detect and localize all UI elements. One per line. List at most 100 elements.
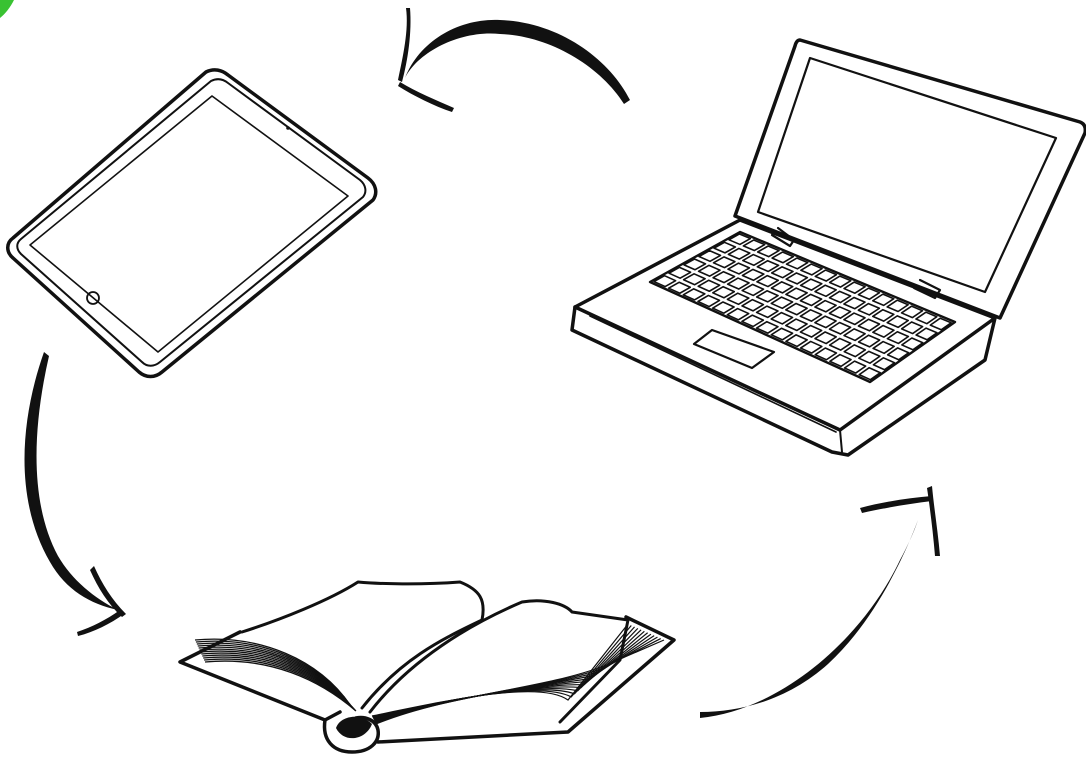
keyboard-key	[711, 301, 735, 315]
page-edge-line	[204, 660, 357, 712]
keyboard-key	[799, 309, 823, 322]
keyboard-key	[653, 274, 677, 288]
keyboard-key	[756, 245, 780, 258]
keyboard-key	[727, 247, 751, 260]
keyboard-key	[727, 262, 751, 275]
page-edge-line	[197, 644, 353, 708]
keyboard-key	[915, 311, 938, 325]
keyboard-key	[770, 327, 794, 341]
keyboard-key	[814, 347, 838, 361]
arrow-shaft	[405, 19, 630, 105]
keyboard-key	[755, 320, 779, 334]
keyboard-key	[858, 366, 882, 381]
keyboard-key	[843, 312, 866, 326]
keyboard-key	[857, 302, 881, 316]
keyboard-key	[799, 293, 823, 307]
keyboard-key	[858, 350, 881, 364]
arrow-book-to-laptop	[700, 486, 940, 718]
keyboard-key	[726, 277, 750, 290]
keyboard-key	[872, 340, 895, 355]
corner-accent	[0, 0, 14, 18]
keyboard-key	[814, 269, 838, 282]
keyboard-key	[742, 253, 766, 267]
arrowhead-icon	[860, 496, 932, 513]
keyboard-key	[741, 298, 765, 312]
arrow-shaft	[700, 520, 918, 718]
keyboard-key	[712, 256, 736, 269]
keyboard-key	[857, 287, 881, 301]
keyboard-key	[741, 314, 765, 328]
keyboard-key	[800, 263, 823, 276]
keyboard-key	[697, 294, 721, 308]
keyboard-key	[814, 315, 837, 329]
keyboard-key	[814, 284, 838, 298]
keyboard-key	[828, 275, 852, 288]
tablet-icon	[6, 68, 378, 379]
keyboard-key	[770, 296, 794, 310]
keyboard-key	[886, 315, 909, 329]
keyboard-key	[667, 281, 692, 295]
keyboard-key	[828, 321, 852, 335]
keyboard-key	[843, 281, 866, 295]
keyboard-key	[785, 302, 808, 316]
keyboard-key	[697, 264, 721, 277]
keyboard-key	[785, 257, 809, 270]
keyboard-key	[814, 331, 838, 345]
keyboard-key	[843, 328, 866, 342]
keyboard-key	[857, 334, 881, 348]
keyboard-key	[843, 296, 866, 310]
keyboard-key	[770, 281, 794, 294]
keyboard-key	[799, 340, 823, 354]
arrowhead-icon	[90, 566, 126, 617]
keyboard-key	[770, 311, 794, 325]
keyboard-key	[755, 305, 779, 319]
book-page-edges-left	[194, 638, 357, 712]
keyboard-key	[871, 293, 895, 307]
keyboard-key	[886, 299, 909, 313]
keyboard-key	[683, 258, 707, 271]
keyboard-key	[785, 272, 809, 285]
keyboard-key	[900, 321, 924, 335]
keyboard-key	[843, 344, 867, 358]
arrow-laptop-to-tablet	[398, 8, 630, 112]
page-edge-line	[375, 639, 665, 725]
keyboard-key	[871, 308, 895, 322]
keyboard-key	[828, 306, 852, 319]
keyboard-key	[829, 353, 852, 368]
keyboard-key	[799, 324, 823, 338]
arrowhead-icon	[398, 8, 411, 82]
keyboard-key	[770, 266, 794, 279]
keyboard-key	[682, 288, 706, 301]
keyboard-key	[929, 317, 952, 331]
keyboard-key	[712, 285, 736, 299]
keyboard-key	[900, 305, 924, 319]
keyboard-key	[843, 360, 867, 374]
page-edge-line	[375, 638, 661, 724]
keyboard-key	[741, 268, 765, 282]
keyboard-key	[668, 266, 692, 279]
laptop-icon	[570, 38, 1086, 457]
keyboard-key	[698, 249, 722, 263]
keyboard-key	[886, 347, 910, 361]
keyboard-key	[741, 283, 765, 297]
keyboard-keys	[653, 233, 952, 381]
open-book-icon	[178, 580, 676, 754]
keyboard-key	[756, 274, 780, 288]
arrow-tablet-to-book	[24, 352, 126, 636]
arrow-shaft	[24, 352, 118, 610]
keyboard-key	[682, 273, 706, 286]
keyboard-key	[886, 330, 910, 345]
keyboard-key	[872, 357, 896, 371]
keyboard-key	[785, 334, 808, 348]
keyboard-key	[742, 239, 766, 252]
keyboard-key	[785, 318, 808, 332]
keyboard-key	[857, 318, 881, 332]
keyboard-key	[785, 287, 808, 301]
keyboard-key	[799, 278, 823, 291]
keyboard-key	[872, 324, 895, 338]
keyboard-key	[726, 307, 750, 321]
keyboard-key	[915, 327, 938, 341]
keyboard-key	[756, 259, 780, 273]
keyboard-key	[901, 337, 924, 351]
